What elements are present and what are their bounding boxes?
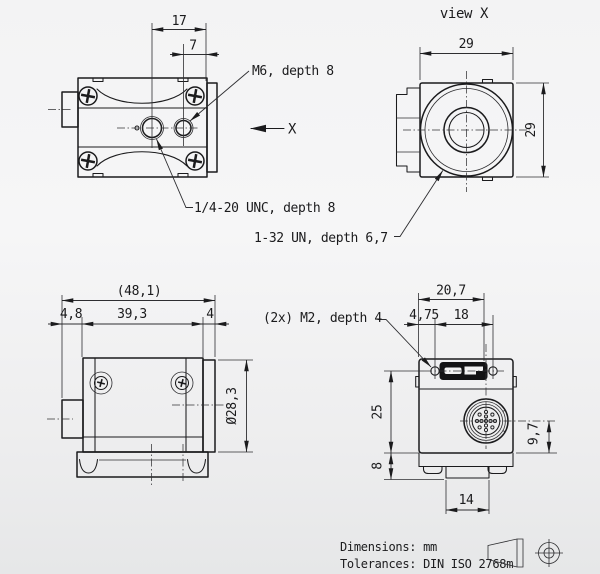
side-screw-icon	[170, 371, 194, 395]
unc-leader-line	[156, 138, 193, 208]
front-view-title: view X	[440, 6, 489, 22]
datum-target-icon	[535, 539, 563, 567]
rear-face-outline	[418, 358, 514, 454]
front-flange-edge	[206, 82, 218, 173]
side-connector-profile	[395, 87, 421, 173]
phillips-screw-icon	[78, 86, 98, 106]
lens-flange-ring	[202, 359, 216, 453]
dim-label-flange-length: 4	[206, 307, 214, 322]
first-angle-projection-icon	[487, 538, 524, 568]
mounting-plate	[76, 451, 209, 478]
dim-label-total-length: (48,1)	[117, 284, 162, 299]
m2-leader-line	[377, 319, 432, 368]
dim-label-17: 17	[172, 14, 187, 29]
dim-label-height-29: 29	[524, 123, 539, 138]
tripod-tab	[445, 465, 490, 479]
footer: Dimensions: mm Tolerances: DIN ISO 2768m	[340, 538, 563, 571]
dim-label-rear-overhang: 4,8	[60, 307, 82, 322]
phillips-screw-icon	[78, 151, 98, 171]
side-view: (48,1) 4,8 39,3 4 Ø28,3	[47, 284, 253, 487]
rear-connector-block	[61, 91, 79, 128]
dim-label-connector-offset: 9,7	[527, 423, 542, 445]
dim-label-width-29: 29	[459, 37, 474, 52]
dim-label-body-height: 25	[371, 405, 386, 420]
lens-thread-leader-line	[394, 170, 444, 237]
rear-view: 20,7 4,75 18 25 8 9,7 14 (2x) M2, depth …	[263, 284, 557, 514]
foot-right	[487, 465, 508, 475]
lens-thread-callout: 1-32 UN, depth 6,7	[254, 231, 388, 246]
view-arrow-label: X	[288, 122, 297, 138]
tolerances-note: Tolerances: DIN ISO 2768m	[340, 557, 513, 571]
foot-left	[422, 465, 443, 475]
dim-label-usb-width: 20,7	[436, 284, 466, 299]
dim-label-7: 7	[189, 39, 196, 54]
phillips-screw-icon	[185, 151, 205, 171]
dim-label-body-length: 39,3	[117, 307, 147, 322]
front-view: view X 29 29 1-32 UN, depth 6,7	[254, 6, 549, 246]
dim-label-flange-diameter: Ø28,3	[225, 387, 240, 424]
side-screw-icon	[89, 371, 113, 395]
dimensions-note: Dimensions: mm	[340, 540, 437, 554]
m6-callout: M6, depth 8	[252, 64, 334, 79]
phillips-screw-icon	[185, 86, 205, 106]
dim-label-tab-width: 14	[459, 493, 474, 508]
dim-label-foot-height: 8	[371, 462, 386, 469]
m6-leader-line	[189, 70, 250, 122]
bottom-view: 17 7 M6, depth 8 1/4-20 UNC, depth 8 X	[48, 14, 336, 216]
m2-callout: (2x) M2, depth 4	[263, 311, 382, 326]
dim-label-m2-offset: 4,75	[409, 308, 439, 323]
dim-label-m2-pitch: 18	[454, 308, 469, 323]
unc-callout: 1/4-20 UNC, depth 8	[194, 201, 335, 216]
